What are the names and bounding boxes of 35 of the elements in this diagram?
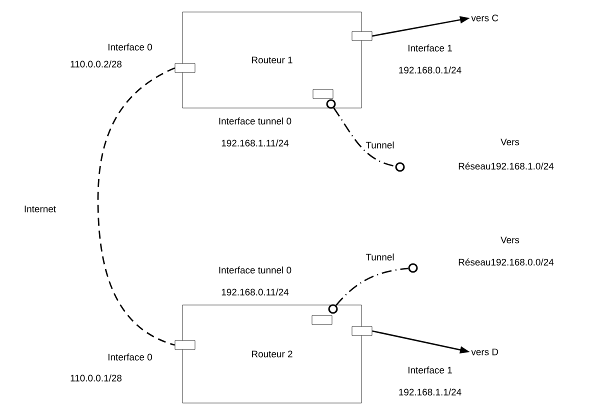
connector [333, 108, 396, 167]
destination-label: vers C [471, 14, 498, 22]
edge-label: Tunnel [364, 140, 396, 150]
interface-label: 110.0.0.2/28 [70, 60, 122, 68]
interface-label: Interface 0 [108, 354, 152, 360]
interface-port [352, 326, 372, 336]
interface-label: 192.168.0.1/24 [399, 66, 462, 74]
interface-port [174, 63, 196, 73]
interface-label: Vers [500, 236, 520, 244]
interface-label: Interface tunnel 0 [219, 266, 292, 274]
connector [336, 268, 408, 306]
interface-port [174, 340, 196, 350]
router-box: Routeur 2 [182, 304, 362, 404]
interface-label: 192.168.1.1/24 [399, 388, 462, 396]
interface-label: Réseau192.168.0.0/24 [458, 258, 554, 266]
edge-label: Tunnel [364, 252, 396, 262]
interface-label: 110.0.0.1/28 [70, 374, 122, 382]
tunnel-endpoint [408, 263, 418, 273]
interface-port [312, 315, 332, 325]
interface-label: Interface 1 [408, 366, 452, 374]
connector [97, 67, 176, 346]
interface-label: Interface 1 [408, 44, 452, 52]
network-label: Internet [24, 206, 56, 212]
interface-label: Interface 0 [108, 44, 152, 50]
interface-label: Vers [500, 138, 520, 146]
interface-port [352, 31, 372, 41]
tunnel-endpoint [395, 162, 405, 172]
interface-label: Réseau192.168.1.0/24 [458, 162, 554, 170]
interface-label: Interface tunnel 0 [219, 118, 292, 124]
interface-label: 192.168.0.11/24 [222, 288, 289, 296]
interface-label: 192.168.1.11/24 [222, 140, 289, 146]
tunnel-endpoint [326, 99, 336, 109]
router-box: Routeur 1 [182, 12, 362, 108]
tunnel-endpoint [328, 304, 338, 314]
destination-label: vers D [471, 348, 498, 356]
